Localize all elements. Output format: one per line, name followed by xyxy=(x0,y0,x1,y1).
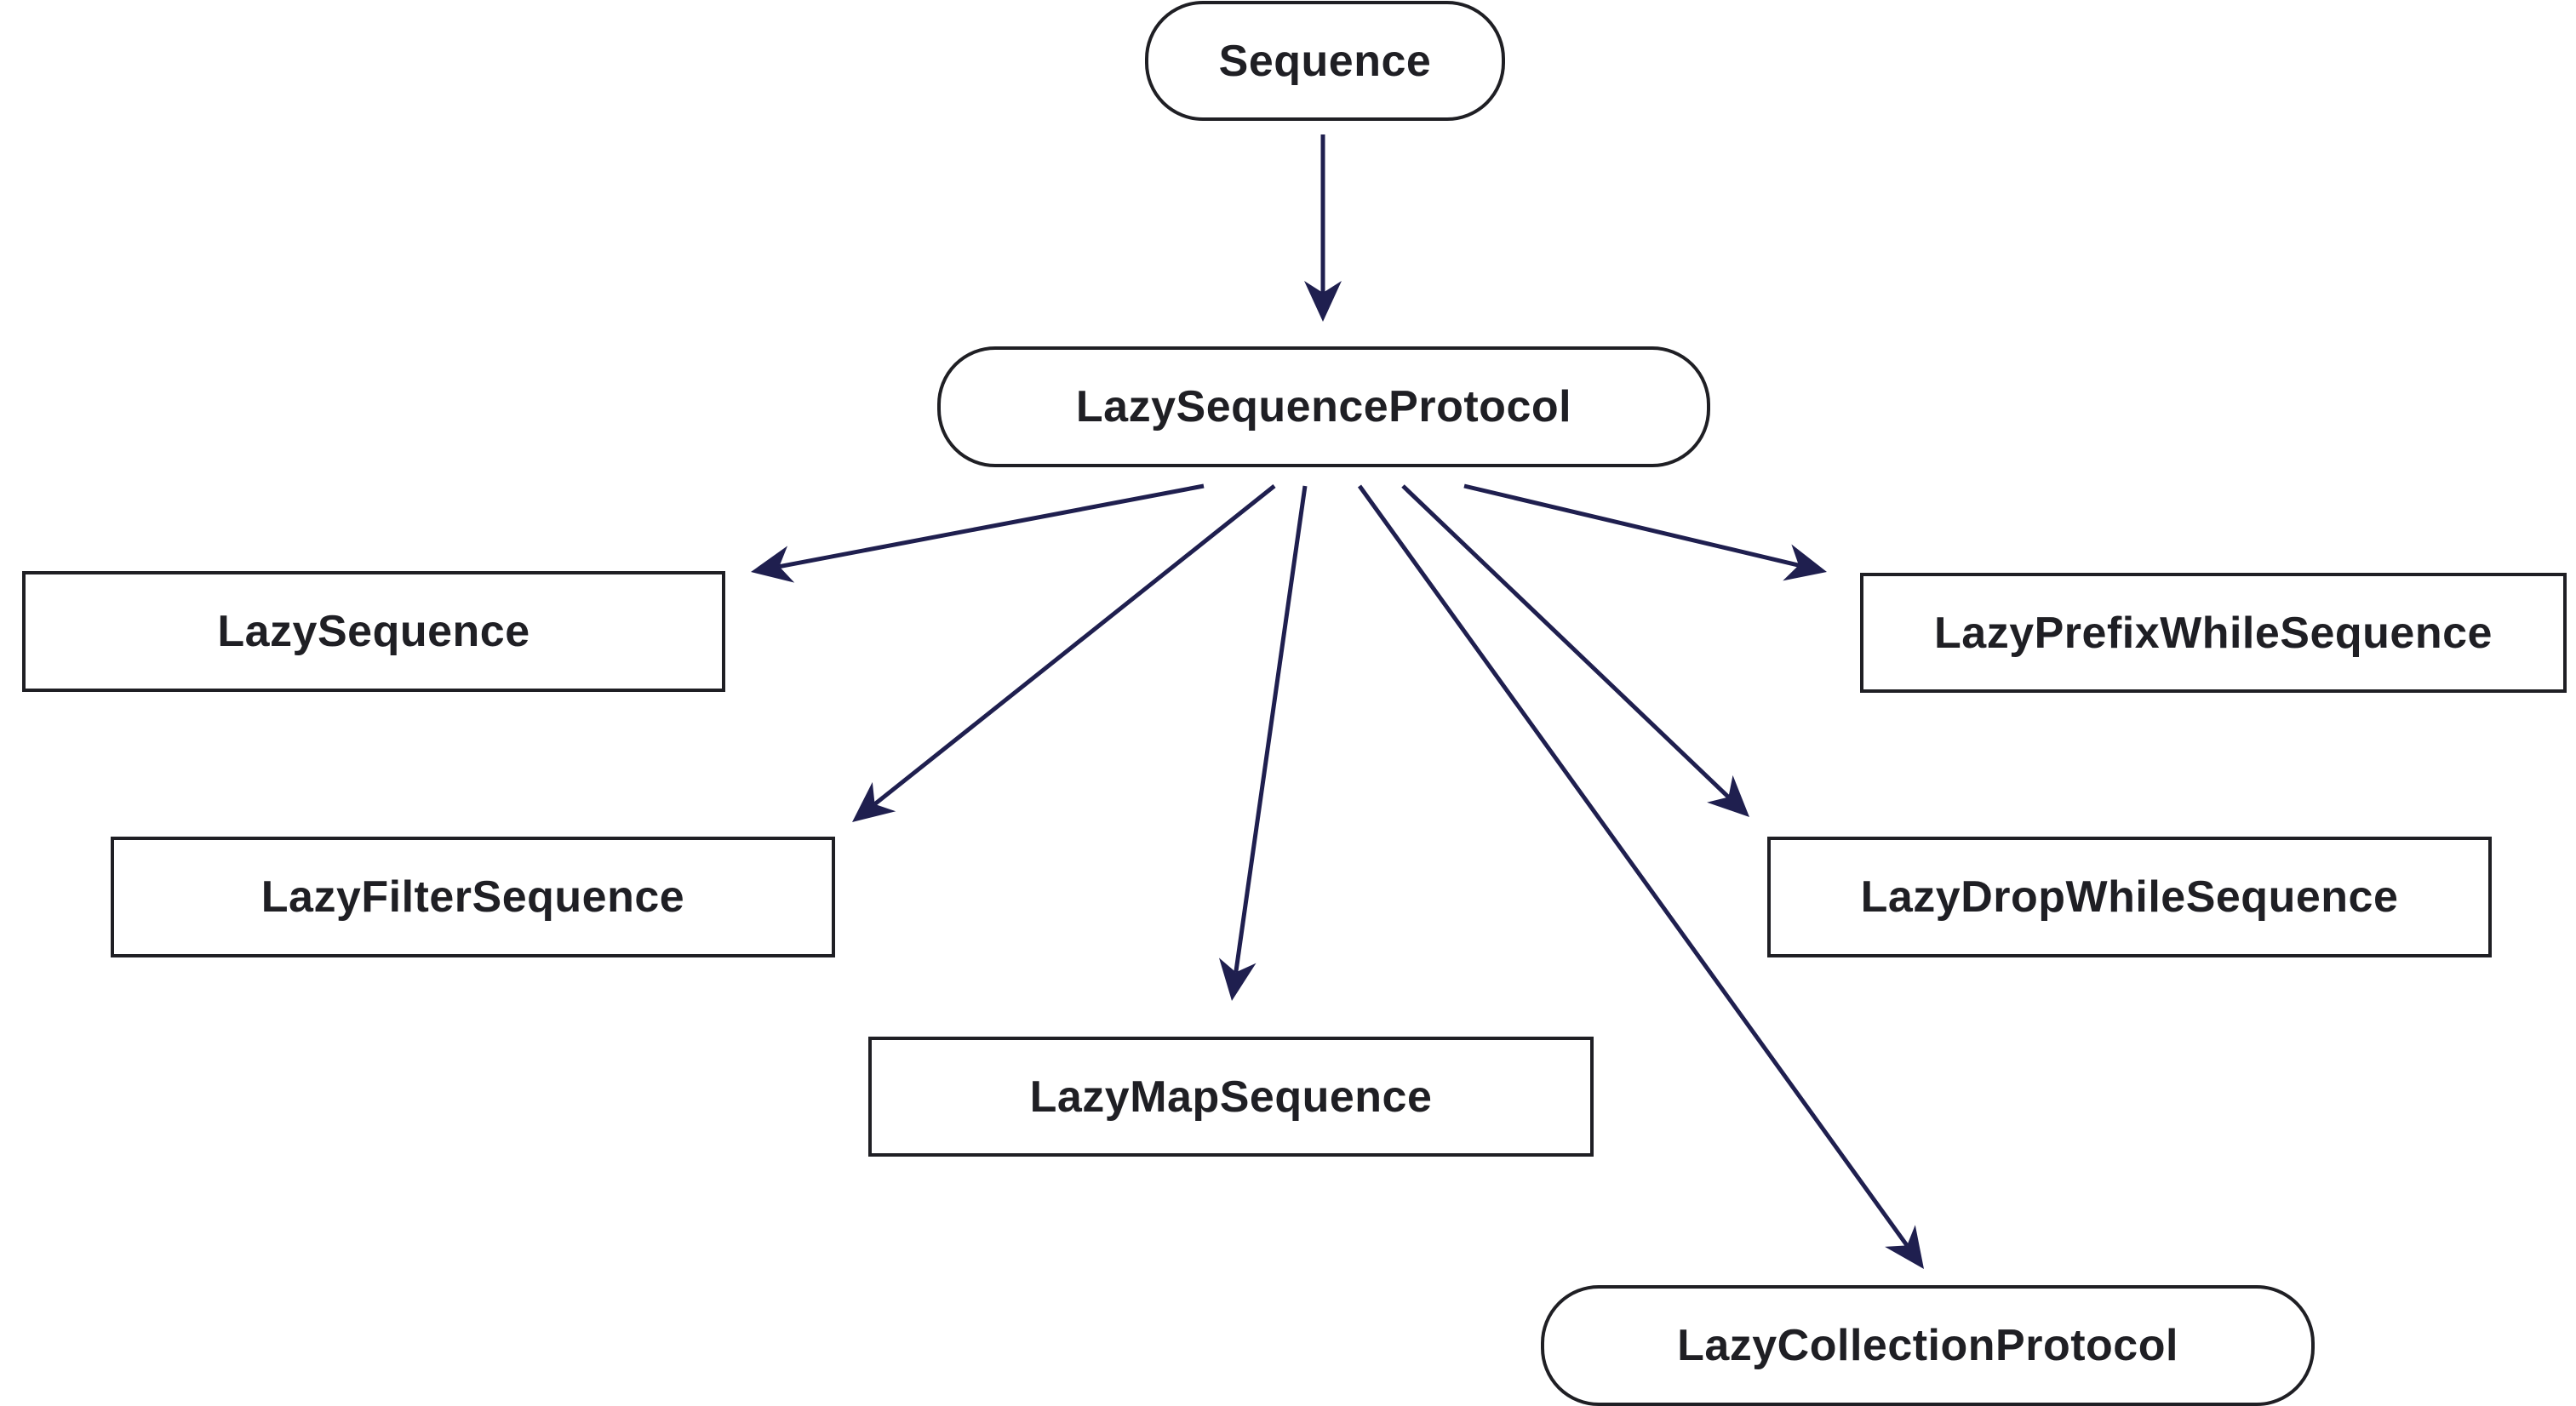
node-sequence-label: Sequence xyxy=(1218,36,1432,86)
arrowhead xyxy=(1783,544,1827,581)
edge-sequence-to-lazy-sequence-protocol xyxy=(1304,134,1342,322)
node-lazy-collection-protocol: LazyCollectionProtocol xyxy=(1541,1285,2315,1406)
arrowhead xyxy=(1707,774,1749,817)
node-lazy-filter-sequence-label: LazyFilterSequence xyxy=(260,872,685,922)
node-lazy-sequence: LazySequence xyxy=(22,571,725,692)
node-lazy-prefix-while-sequence-label: LazyPrefixWhileSequence xyxy=(1934,608,2493,658)
node-lazy-map-sequence-label: LazyMapSequence xyxy=(1029,1072,1433,1122)
edges xyxy=(751,134,1924,1269)
arrowhead xyxy=(1304,281,1342,322)
edge-line xyxy=(1357,484,1909,1247)
node-sequence: Sequence xyxy=(1145,1,1505,121)
arrowhead xyxy=(751,546,795,583)
edge-lazy-sequence-protocol-to-lazy-prefix-while-sequence xyxy=(1463,483,1827,581)
node-lazy-sequence-protocol: LazySequenceProtocol xyxy=(937,346,1710,467)
edge-lazy-sequence-protocol-to-lazy-drop-while-sequence xyxy=(1401,484,1749,817)
edge-lazy-sequence-protocol-to-lazy-map-sequence xyxy=(1218,485,1308,1001)
node-lazy-sequence-label: LazySequence xyxy=(217,607,530,656)
edge-lazy-sequence-protocol-to-lazy-sequence xyxy=(751,483,1205,583)
edge-line xyxy=(873,484,1276,806)
node-lazy-filter-sequence: LazyFilterSequence xyxy=(111,837,835,957)
arrowhead xyxy=(1218,957,1257,1001)
edge-line xyxy=(1463,483,1800,568)
node-lazy-drop-while-sequence-label: LazyDropWhileSequence xyxy=(1860,872,2399,922)
node-lazy-drop-while-sequence: LazyDropWhileSequence xyxy=(1767,837,2492,957)
edge-line xyxy=(1234,485,1308,973)
arrowhead xyxy=(852,781,896,822)
edge-line xyxy=(778,483,1205,569)
arrowhead xyxy=(1885,1225,1924,1269)
node-lazy-prefix-while-sequence: LazyPrefixWhileSequence xyxy=(1860,573,2567,693)
node-lazy-collection-protocol-label: LazyCollectionProtocol xyxy=(1677,1321,2178,1370)
node-lazy-sequence-protocol-label: LazySequenceProtocol xyxy=(1075,382,1572,432)
node-lazy-map-sequence: LazyMapSequence xyxy=(868,1037,1594,1157)
edge-lazy-sequence-protocol-to-lazy-filter-sequence xyxy=(852,484,1276,822)
edge-line xyxy=(1401,484,1731,799)
edge-lazy-sequence-protocol-to-lazy-collection-protocol xyxy=(1357,484,1924,1269)
